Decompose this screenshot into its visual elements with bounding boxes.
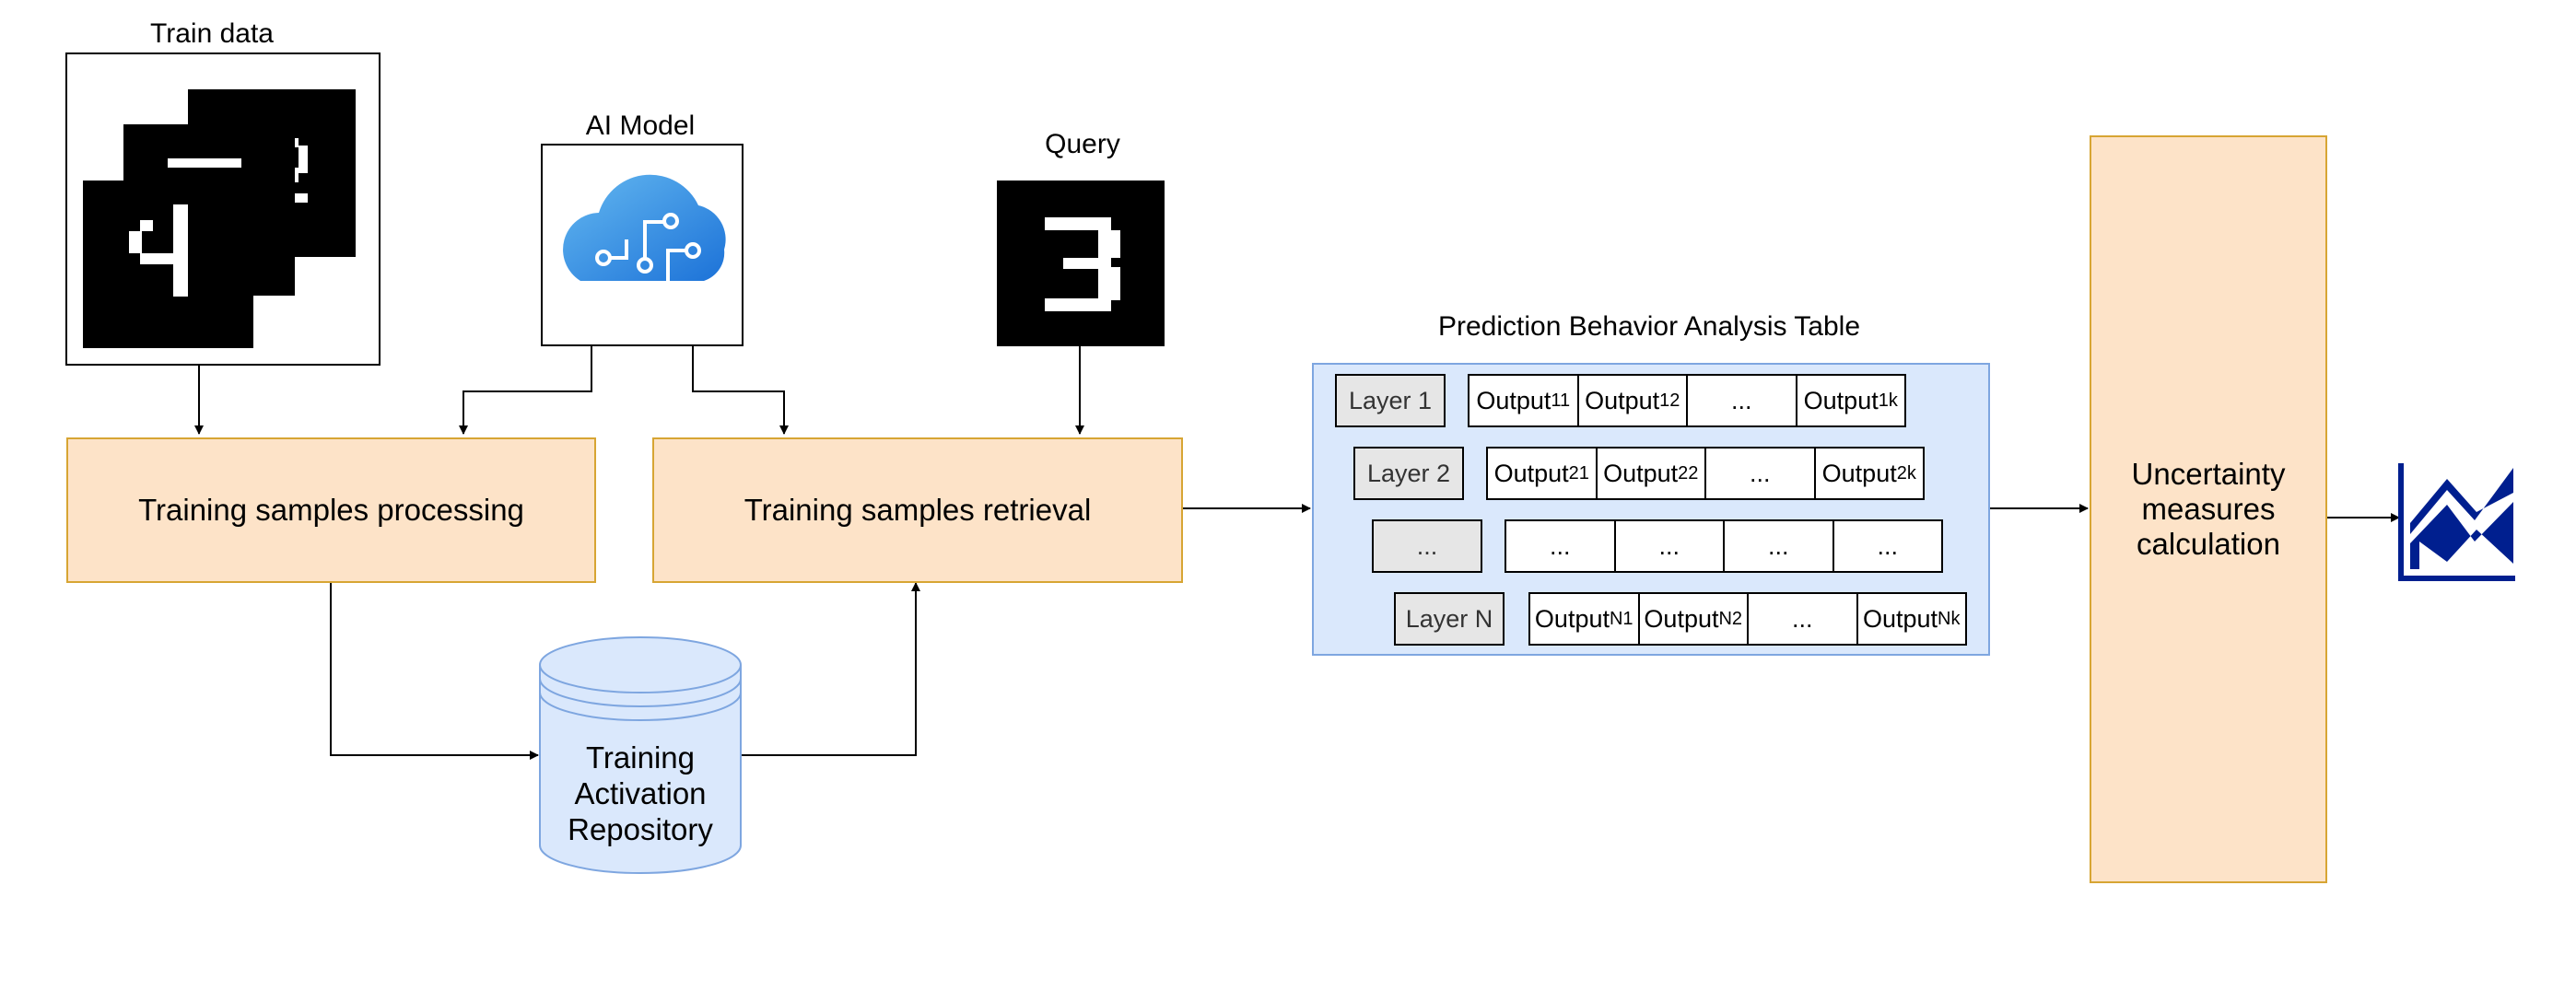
table-cell: ... — [1616, 521, 1725, 571]
arrow-repository-to-retrieval — [741, 582, 920, 756]
table-cell: ... — [1506, 521, 1616, 571]
connectors — [194, 345, 2400, 760]
table-cell: ... — [1688, 376, 1797, 425]
digit-4-image — [83, 181, 253, 348]
layer-label-2: Layer 2 — [1353, 447, 1464, 500]
layer-label-ellipsis: ... — [1372, 519, 1482, 573]
ai-model-label: AI Model — [585, 111, 696, 141]
training-samples-processing-label: Training samples processing — [138, 493, 524, 527]
repository-label-line3: Repository — [568, 812, 713, 846]
table-row-ellipsis: ... ... ... ... — [1505, 519, 1943, 573]
query-digit-3-image — [997, 181, 1165, 346]
ai-cloud-icon — [563, 174, 726, 282]
arrow-model-to-retrieval — [692, 345, 789, 435]
training-samples-retrieval-box: Training samples retrieval — [652, 437, 1183, 583]
uncertainty-measures-box: Uncertainty measures calculation — [2090, 135, 2327, 883]
repository-cylinder — [539, 636, 742, 874]
repository-label-line2: Activation — [574, 776, 707, 810]
training-samples-processing-box: Training samples processing — [66, 437, 596, 583]
area-chart-icon — [2398, 463, 2515, 581]
table-cell: ... — [1749, 594, 1858, 644]
table-cell: ... — [1725, 521, 1834, 571]
layer-label-1: Layer 1 — [1335, 374, 1446, 427]
repository-label-line1: Training — [586, 740, 695, 775]
table-cell: ... — [1706, 449, 1816, 498]
train-data-label: Train data — [150, 18, 274, 49]
arrow-model-to-processing — [459, 345, 592, 435]
repository-label: Training Activation Repository — [540, 740, 741, 847]
arrow-processing-to-repository — [330, 581, 539, 760]
uncertainty-measures-label: Uncertainty measures calculation — [2131, 457, 2286, 561]
layer-label-n: Layer N — [1394, 592, 1505, 646]
table-title: Prediction Behavior Analysis Table — [1437, 311, 1861, 342]
query-label: Query — [1045, 129, 1120, 159]
table-cell: ... — [1877, 531, 1898, 560]
training-samples-retrieval-label: Training samples retrieval — [744, 493, 1092, 527]
